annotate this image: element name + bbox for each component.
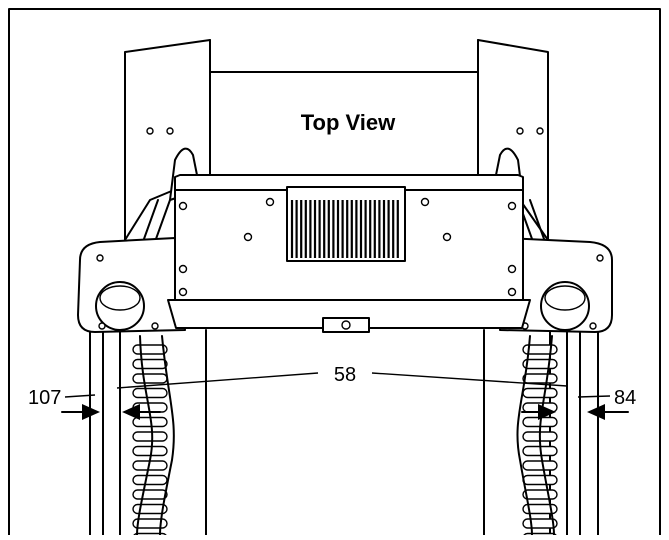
console-body	[167, 174, 531, 333]
callout-84: 84	[614, 387, 636, 409]
view-label: Top View	[301, 110, 396, 135]
rear-frame	[124, 39, 549, 241]
leader-lines	[64, 372, 611, 398]
cables	[136, 335, 555, 536]
spacing-arrows	[61, 404, 629, 420]
callout-58: 58	[334, 364, 356, 386]
page-frame	[8, 8, 661, 536]
vent-grille	[290, 200, 399, 258]
callout-107: 107	[28, 387, 61, 409]
